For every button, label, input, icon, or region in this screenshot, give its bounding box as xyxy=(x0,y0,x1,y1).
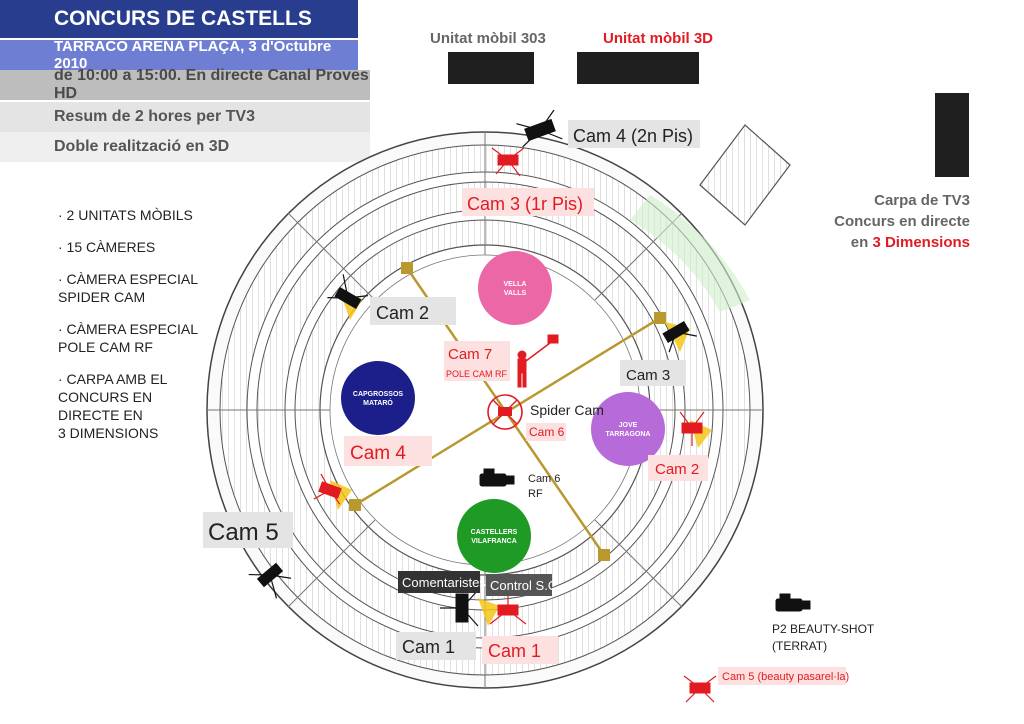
cam4-2n-pis-label: Cam 4 (2n Pis) xyxy=(573,126,693,146)
cam6-rf-label-line2: RF xyxy=(528,488,543,500)
camcorder-icon xyxy=(479,468,515,487)
cam1-red-label: Cam 1 xyxy=(488,641,541,661)
pole-cam-label: POLE CAM RF xyxy=(446,369,508,379)
schedule-line: de 10:00 a 15:00. En directe Canal Prove… xyxy=(0,67,370,102)
cable-anchors xyxy=(349,262,666,561)
spider-cam-label: Spider Cam xyxy=(530,402,604,418)
cam6-spider-label: Cam 6 xyxy=(529,425,565,439)
cam5-label: Cam 5 xyxy=(208,519,279,546)
camera-icon xyxy=(313,473,342,505)
red-camera-icons xyxy=(313,147,717,703)
list-item: · CARPA AMB EL CONCURS EN DIRECTE EN 3 D… xyxy=(58,371,168,441)
mobile-unit-303-box xyxy=(448,52,534,84)
cam5-beauty-label: Cam 5 (beauty pasarel·la) xyxy=(722,671,849,683)
comentaristes-label: Comentaristes xyxy=(402,575,486,590)
cam4-red-label: Cam 4 xyxy=(350,443,406,464)
highlighted-sector xyxy=(630,195,750,312)
list-item: · 2 UNITATS MÒBILS xyxy=(58,207,193,223)
mobile-unit-303-label: Unitat mòbil 303 xyxy=(430,30,546,47)
camera-icon xyxy=(489,596,527,625)
venue-subtitle: TARRACO ARENA PLAÇA, 3 d'Octubre 2010 xyxy=(0,38,358,72)
list-item: · CÀMERA ESPECIAL POLE CAM RF xyxy=(58,321,199,355)
ring-radial-lines xyxy=(207,132,763,688)
camera-icon xyxy=(662,320,697,353)
camera-icon xyxy=(327,274,368,310)
page-title: CONCURS DE CASTELLS xyxy=(0,0,358,38)
camera-icon xyxy=(683,675,717,703)
carpa-tent-box xyxy=(935,93,969,177)
label-backgrounds xyxy=(203,120,846,685)
camera-icon xyxy=(516,109,563,148)
spider-cam-icon xyxy=(487,394,523,430)
arena-tower xyxy=(699,124,791,226)
camera-icon xyxy=(491,147,525,177)
mobile-unit-3d-box xyxy=(577,52,699,84)
camera-icon xyxy=(679,411,705,446)
feature-list: · 2 UNITATS MÒBILS · 15 CÀMERES · CÀMERA… xyxy=(58,206,208,456)
control-sc-label: Control S.C. xyxy=(490,578,561,593)
list-item: · 15 CÀMERES xyxy=(58,239,156,255)
p2-beauty-shot-label-line2: (TERRAT) xyxy=(772,639,827,653)
cam1-gray-label: Cam 1 xyxy=(402,637,455,657)
black-camera-icons xyxy=(248,109,811,627)
cam7-label: Cam 7 xyxy=(448,346,492,363)
summary-line: Resum de 2 hores per TV3 xyxy=(0,102,370,132)
carpa-info: Carpa de TV3 Concurs en directe en 3 Dim… xyxy=(834,192,970,251)
cam3-1r-pis-label: Cam 3 (1r Pis) xyxy=(467,194,583,214)
realization-line: Doble realització en 3D xyxy=(0,132,370,162)
cam3-right-label: Cam 3 xyxy=(626,367,670,384)
camera-icon xyxy=(248,562,292,599)
pole-cam-icon xyxy=(517,334,559,388)
cam6-rf-label-line1: Cam 6 xyxy=(528,473,560,485)
mobile-unit-3d-label: Unitat mòbil 3D xyxy=(603,30,714,47)
p2-beauty-shot-label-line1: P2 BEAUTY-SHOT xyxy=(772,622,875,636)
cam2-left-label: Cam 2 xyxy=(376,303,429,323)
cam2-red-label: Cam 2 xyxy=(655,461,699,478)
list-item: · CÀMERA ESPECIAL SPIDER CAM xyxy=(58,271,199,305)
camcorder-icon xyxy=(775,593,811,612)
camera-icon xyxy=(440,589,479,627)
